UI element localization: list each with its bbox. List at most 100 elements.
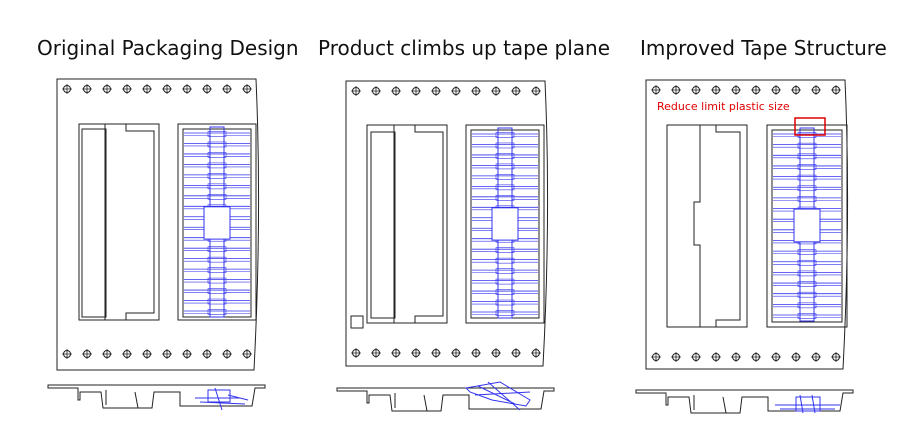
sprocket-cross [222,84,232,94]
sprocket-cross [102,84,112,94]
sprocket-cross [651,85,661,95]
connector-pin-block [207,309,227,315]
sprocket-holes-top [351,86,541,96]
sprocket-cross [162,349,172,359]
connector-pin-block [797,313,817,319]
sprocket-cross [711,85,721,95]
sprocket-holes-bottom [651,352,841,362]
connector-pin-block [207,141,227,148]
connector-center-block [491,207,519,241]
connector-pin-block [495,142,515,149]
section-part-original [195,387,249,411]
connector-pin-block [797,249,817,255]
sprocket-cross [511,86,521,96]
product-left-detail [104,124,155,320]
connector-pin-block [797,164,817,170]
sprocket-cross [831,352,841,362]
sprocket-cross [82,349,92,359]
sprocket-cross [491,86,501,96]
connector-center-block [793,208,821,243]
sprocket-cross [182,349,192,359]
sprocket-cross [771,352,781,362]
sprocket-cross [351,348,361,358]
connector-pin-block [797,259,817,266]
connector-pin-block [207,298,227,305]
connector-pin-block [495,310,515,316]
sprocket-cross [411,86,421,96]
sprocket-cross [431,86,441,96]
sprocket-holes-bottom [62,349,252,359]
connector-pin-block [207,194,227,200]
sprocket-cross [242,84,252,94]
pocket-right [177,123,257,321]
connector-part-climbs [472,127,538,319]
sprocket-cross [162,84,172,94]
connector-part-improved [773,127,841,322]
sprocket-cross [751,85,761,95]
panel-title-improved: Improved Tape Structure [640,36,887,60]
connector-pin-block [797,291,817,298]
connector-pin-block [207,152,227,158]
sprocket-holes-top [62,84,252,94]
connector-pin-block [207,183,227,190]
highlight-box [794,117,826,136]
connector-pin-block [797,153,817,160]
connector-pin-block [797,270,817,277]
connector-pin-block [797,281,817,287]
sprocket-cross [142,349,152,359]
connector-pin-block [207,277,227,284]
sprocket-cross [371,348,381,358]
connector-center-block [203,206,231,240]
sprocket-cross [651,352,661,362]
sprocket-cross [811,352,821,362]
connector-pin-block [495,184,515,191]
sprocket-cross [371,86,381,96]
connector-pin-block [495,174,515,180]
connector-pin-block [797,185,817,192]
sprocket-cross [791,85,801,95]
sprocket-cross [691,85,701,95]
sprocket-cross [202,349,212,359]
sprocket-cross [531,348,541,358]
connector-pin-block [207,162,227,169]
sprocket-cross [451,348,461,358]
sprocket-cross [122,349,132,359]
sprocket-cross [102,349,112,359]
sprocket-cross [491,348,501,358]
sprocket-cross [471,86,481,96]
sprocket-cross [142,84,152,94]
sprocket-cross [711,352,721,362]
sprocket-cross [451,86,461,96]
sprocket-cross [431,348,441,358]
tape-original [56,78,260,371]
sprocket-cross [222,349,232,359]
sprocket-cross [811,85,821,95]
sprocket-cross [751,352,761,362]
sprocket-cross [122,84,132,94]
sprocket-cross [671,352,681,362]
sprocket-cross [391,348,401,358]
connector-pin-block [495,257,515,264]
panel-title-original: Original Packaging Design [37,36,299,60]
connector-pin-block [495,163,515,170]
sprocket-cross [791,352,801,362]
sprocket-cross [531,86,541,96]
section-view-improved [635,389,854,414]
connector-pin-block [495,132,515,138]
connector-pin-block [495,247,515,253]
sprocket-cross [831,85,841,95]
connector-part-original [184,126,250,318]
sprocket-cross [202,84,212,94]
connector-pin-block [797,302,817,309]
sprocket-holes-top [651,85,841,95]
section-part-climbs [464,381,531,411]
connector-pin-block [797,142,817,149]
connector-pin-block [207,173,227,179]
connector-pin-block [797,196,817,202]
section-view-original [47,384,266,409]
connector-pin-block [495,289,515,295]
sprocket-cross [391,86,401,96]
sprocket-cross [771,85,781,95]
sprocket-cross [511,348,521,358]
sprocket-cross [182,84,192,94]
